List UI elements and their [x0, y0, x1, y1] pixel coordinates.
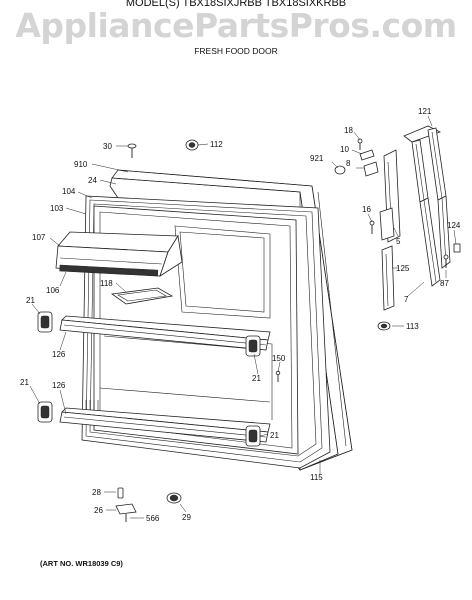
door-shelf-upper	[59, 315, 271, 351]
callout-150: 150	[272, 354, 286, 363]
section-title: FRESH FOOD DOOR	[194, 46, 278, 56]
screw-and-plug	[127, 139, 199, 158]
callout-30: 30	[103, 142, 112, 151]
handle-trim	[381, 245, 395, 311]
callout-115: 115	[310, 473, 323, 482]
callout-112: 112	[210, 140, 223, 149]
callout-103: 103	[50, 204, 64, 213]
callout-126-upper: 126	[52, 350, 66, 359]
callout-5: 5	[396, 237, 401, 246]
callout-921: 921	[310, 154, 324, 163]
art-number: (ART NO. WR18039 C9)	[40, 559, 123, 568]
callout-10: 10	[340, 145, 349, 154]
callout-126-lower: 126	[52, 381, 66, 390]
callout-8: 8	[346, 159, 351, 168]
callout-28: 28	[92, 488, 101, 497]
callout-7: 7	[404, 295, 409, 304]
callout-29: 29	[182, 513, 191, 522]
callout-107: 107	[32, 233, 46, 242]
small-tray	[110, 287, 174, 305]
callout-125: 125	[396, 264, 410, 273]
hinge-bracket	[379, 149, 401, 243]
callout-21-upper-right: 21	[252, 374, 261, 383]
callout-26: 26	[94, 506, 103, 515]
small-hardware	[275, 138, 461, 382]
callout-18: 18	[344, 126, 353, 135]
callout-118: 118	[100, 279, 113, 288]
callout-104: 104	[62, 187, 76, 196]
callout-910: 910	[74, 160, 88, 169]
door-handle	[403, 125, 451, 287]
callout-87: 87	[440, 279, 449, 288]
shelf-end-caps	[37, 311, 261, 447]
bottom-hardware	[115, 487, 182, 522]
callout-24: 24	[88, 176, 97, 185]
callout-21-upper-left: 21	[26, 296, 35, 305]
model-line: MODEL(S) TBX18SIXJRBB TBX18SIXKRBB	[125, 0, 347, 9]
callout-121: 121	[418, 107, 432, 116]
callout-113: 113	[406, 322, 419, 331]
callout-21-lower-right: 21	[270, 431, 279, 440]
dairy-compartment	[55, 231, 183, 277]
callout-21-lower-left: 21	[20, 378, 29, 387]
callout-16: 16	[362, 205, 371, 214]
callout-566: 566	[146, 514, 160, 523]
site-watermark: AppliancePartsPros.com	[15, 6, 457, 45]
leader-lines	[29, 115, 457, 519]
callout-124: 124	[447, 221, 461, 230]
callout-labels: 30 112 910 24 104 103 107 106 118 21 126…	[20, 107, 461, 523]
callout-106: 106	[46, 286, 60, 295]
